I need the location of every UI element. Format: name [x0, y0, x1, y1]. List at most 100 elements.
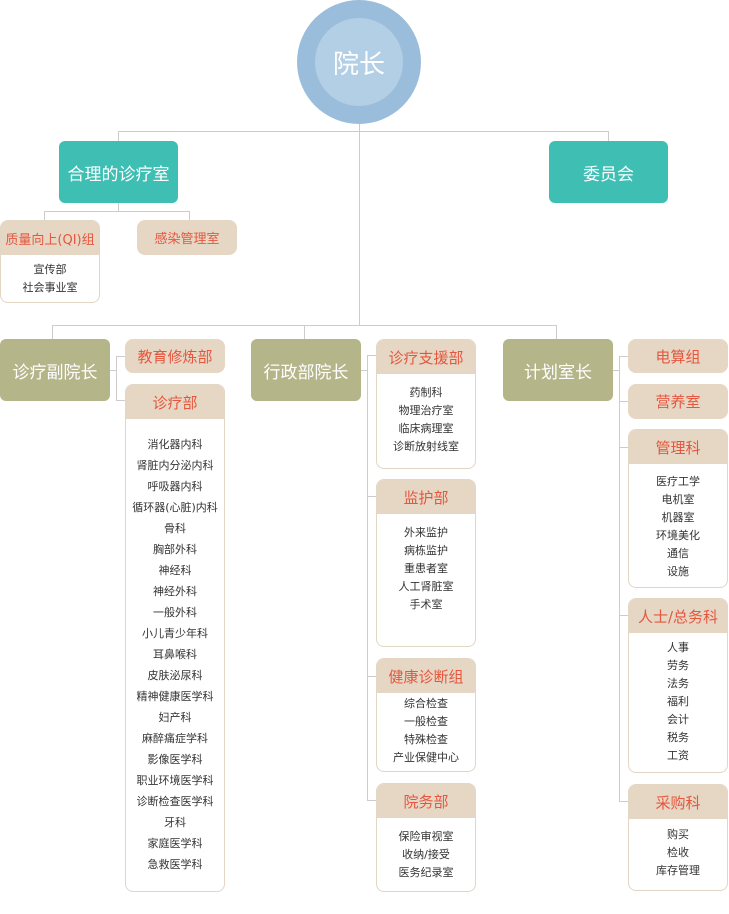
- hr-general-title: 人士/总务科: [629, 599, 727, 633]
- monitoring-card: 监护部 外来监护 病栋监护 重患者室 人工肾脏室 手术室: [376, 479, 476, 647]
- connector-line: [44, 211, 45, 220]
- list-item: 工资: [667, 749, 689, 762]
- list-item: 医务纪录室: [398, 866, 454, 879]
- list-item: 环境美化: [656, 529, 700, 542]
- connector-line: [116, 356, 125, 357]
- infection-management-node: 感染管理室: [137, 220, 237, 255]
- clinic-department-card: 诊疗部 消化器内科 肾脏内分泌内科 呼吸器内科 循环器(心脏)内科 骨科 胸部外…: [125, 384, 225, 892]
- list-item: 药制科: [409, 386, 443, 399]
- list-item: 神经科: [158, 564, 192, 577]
- connector-line: [116, 356, 117, 400]
- connector-line: [619, 356, 628, 357]
- admin-director-node: 行政部院长: [251, 339, 361, 401]
- clinical-support-title: 诊疗支援部: [377, 340, 475, 374]
- monitoring-title: 监护部: [377, 480, 475, 514]
- list-item: 神经外科: [153, 585, 197, 598]
- clinical-support-list: 药制科 物理治疗室 临床病理室 诊断放射线室: [377, 374, 475, 456]
- list-item: 电机室: [661, 493, 695, 506]
- reasonable-clinic-node: 合理的诊疗室: [59, 141, 178, 203]
- connector-line: [613, 370, 619, 371]
- list-item: 劳务: [667, 659, 689, 672]
- list-item: 骨科: [164, 522, 186, 535]
- list-item: 重患者室: [404, 562, 448, 575]
- purchasing-title: 采购科: [629, 785, 727, 819]
- connector-line: [44, 211, 190, 212]
- nutrition-node: 营养室: [628, 384, 728, 419]
- list-item: 胸部外科: [153, 543, 197, 556]
- clinical-vice-director-node: 诊疗副院长: [0, 339, 110, 401]
- connector-line: [118, 131, 119, 141]
- purchasing-card: 采购科 购买 检收 库存管理: [628, 784, 728, 891]
- connector-line: [367, 355, 368, 801]
- health-exam-title: 健康诊断组: [377, 659, 475, 693]
- list-item: 库存管理: [656, 864, 700, 877]
- list-item: 急救医学科: [147, 858, 203, 871]
- connector-line: [359, 124, 360, 325]
- list-item: 通信: [667, 547, 689, 560]
- list-item: 法务: [667, 677, 689, 690]
- connector-line: [619, 801, 628, 802]
- health-exam-card: 健康诊断组 综合检查 一般检查 特殊检查 产业保健中心: [376, 658, 476, 772]
- list-item: 家庭医学科: [147, 837, 203, 850]
- list-item: 社会事业室: [22, 281, 78, 294]
- list-item: 福利: [667, 695, 689, 708]
- list-item: 特殊检查: [404, 733, 448, 746]
- connector-line: [118, 131, 609, 132]
- list-item: 收纳/接受: [402, 848, 450, 861]
- list-item: 皮肤泌尿科: [147, 669, 203, 682]
- connector-line: [304, 325, 305, 339]
- list-item: 购买: [667, 828, 689, 841]
- connector-line: [556, 325, 557, 339]
- list-item: 呼吸器内科: [147, 480, 203, 493]
- purchasing-list: 购买 检收 库存管理: [629, 819, 727, 880]
- connector-line: [367, 355, 376, 356]
- list-item: 一般检查: [404, 715, 448, 728]
- connector-line: [367, 496, 376, 497]
- list-item: 宣传部: [33, 263, 67, 276]
- list-item: 物理治疗室: [398, 404, 454, 417]
- list-item: 耳鼻喉科: [153, 648, 197, 661]
- list-item: 消化器内科: [147, 438, 203, 451]
- planning-director-node: 计划室长: [503, 339, 613, 401]
- list-item: 手术室: [409, 598, 443, 611]
- monitoring-list: 外来监护 病栋监护 重患者室 人工肾脏室 手术室: [377, 514, 475, 614]
- list-item: 设施: [667, 565, 689, 578]
- quality-group-list: 宣传部 社会事业室: [1, 255, 99, 297]
- list-item: 医疗工学: [656, 475, 700, 488]
- list-item: 病栋监护: [404, 544, 448, 557]
- director-label: 院长: [315, 18, 403, 106]
- connector-line: [619, 401, 628, 402]
- clinic-department-list: 消化器内科 肾脏内分泌内科 呼吸器内科 循环器(心脏)内科 骨科 胸部外科 神经…: [126, 419, 224, 875]
- committee-node: 委员会: [549, 141, 668, 203]
- list-item: 精神健康医学科: [136, 690, 214, 703]
- list-item: 产业保健中心: [393, 751, 459, 764]
- list-item: 机器室: [661, 511, 695, 524]
- list-item: 综合检查: [404, 697, 448, 710]
- clinic-department-title: 诊疗部: [126, 385, 224, 419]
- hospital-affairs-title: 院务部: [377, 784, 475, 818]
- list-item: 影像医学科: [147, 753, 203, 766]
- health-exam-list: 综合检查 一般检查 特殊检查 产业保健中心: [377, 693, 475, 767]
- list-item: 会计: [667, 713, 689, 726]
- hospital-affairs-card: 院务部 保险审视室 收纳/接受 医务纪录室: [376, 783, 476, 892]
- clinical-support-card: 诊疗支援部 药制科 物理治疗室 临床病理室 诊断放射线室: [376, 339, 476, 469]
- list-item: 人工肾脏室: [398, 580, 454, 593]
- connector-line: [189, 211, 190, 220]
- connector-line: [116, 400, 125, 401]
- list-item: 小儿青少年科: [142, 627, 208, 640]
- list-item: 肾脏内分泌内科: [136, 459, 214, 472]
- management-card: 管理科 医疗工学 电机室 机器室 环境美化 通信 设施: [628, 429, 728, 588]
- list-item: 税务: [667, 731, 689, 744]
- list-item: 麻醉痛症学科: [142, 732, 208, 745]
- list-item: 循环器(心脏)内科: [132, 501, 218, 514]
- hr-general-list: 人事 劳务 法务 福利 会计 税务 工资: [629, 633, 727, 765]
- list-item: 检收: [667, 846, 689, 859]
- list-item: 妇产科: [158, 711, 192, 724]
- connector-line: [619, 447, 628, 448]
- connector-line: [118, 203, 119, 211]
- list-item: 一般外科: [153, 606, 197, 619]
- management-title: 管理科: [629, 430, 727, 464]
- list-item: 临床病理室: [398, 422, 454, 435]
- computing-group-node: 电算组: [628, 339, 728, 373]
- education-node: 教育修炼部: [125, 339, 225, 373]
